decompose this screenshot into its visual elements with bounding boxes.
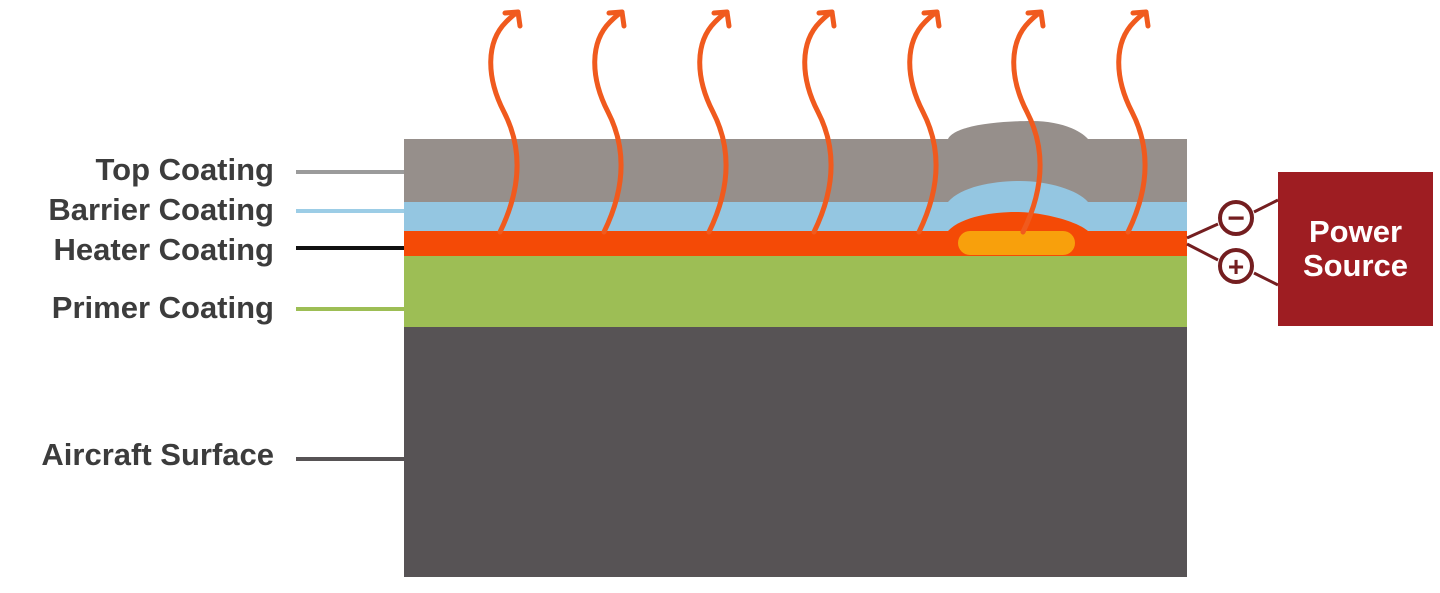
heater-hotspot <box>958 231 1075 255</box>
heat-arrow-head <box>1025 9 1046 29</box>
heat-arrow-head <box>921 9 942 29</box>
minus-terminal-icon: − <box>1218 200 1254 236</box>
minus-symbol: − <box>1227 202 1245 235</box>
heat-wave-arrow <box>802 9 835 235</box>
heat-arrow-head <box>711 9 732 29</box>
primer-coating-label: Primer Coating <box>51 290 274 325</box>
primer-coating-layer <box>404 256 1187 327</box>
heat-wave-arrow <box>697 9 730 235</box>
power-wires <box>1186 198 1279 287</box>
heat-wave-arrow <box>1116 9 1149 235</box>
power-source-line2: Source <box>1302 248 1409 283</box>
barrier-coating-label: Barrier Coating <box>48 192 274 227</box>
top-coating-layer <box>404 121 1187 202</box>
heat-wave-arrow <box>488 9 521 235</box>
heat-arrow-head <box>816 9 837 29</box>
heat-arrows <box>488 9 1151 235</box>
power-source-box: Power Source <box>1278 172 1433 326</box>
heat-arrow-head <box>502 9 523 29</box>
heat-arrow-head <box>1130 9 1151 29</box>
heat-wave-arrow <box>592 9 625 235</box>
plus-symbol: + <box>1228 251 1244 282</box>
heater-coating-label: Heater Coating <box>53 232 274 267</box>
power-source-line1: Power <box>1308 214 1403 249</box>
heat-wave-arrow <box>1011 9 1044 235</box>
heat-wave-arrow <box>907 9 940 235</box>
aircraft-surface-layer <box>404 326 1187 577</box>
aircraft-surface-label: Aircraft Surface <box>41 437 274 472</box>
top-coating-label: Top Coating <box>95 152 275 187</box>
heat-arrow-head <box>606 9 627 29</box>
plus-terminal-icon: + <box>1218 248 1254 284</box>
